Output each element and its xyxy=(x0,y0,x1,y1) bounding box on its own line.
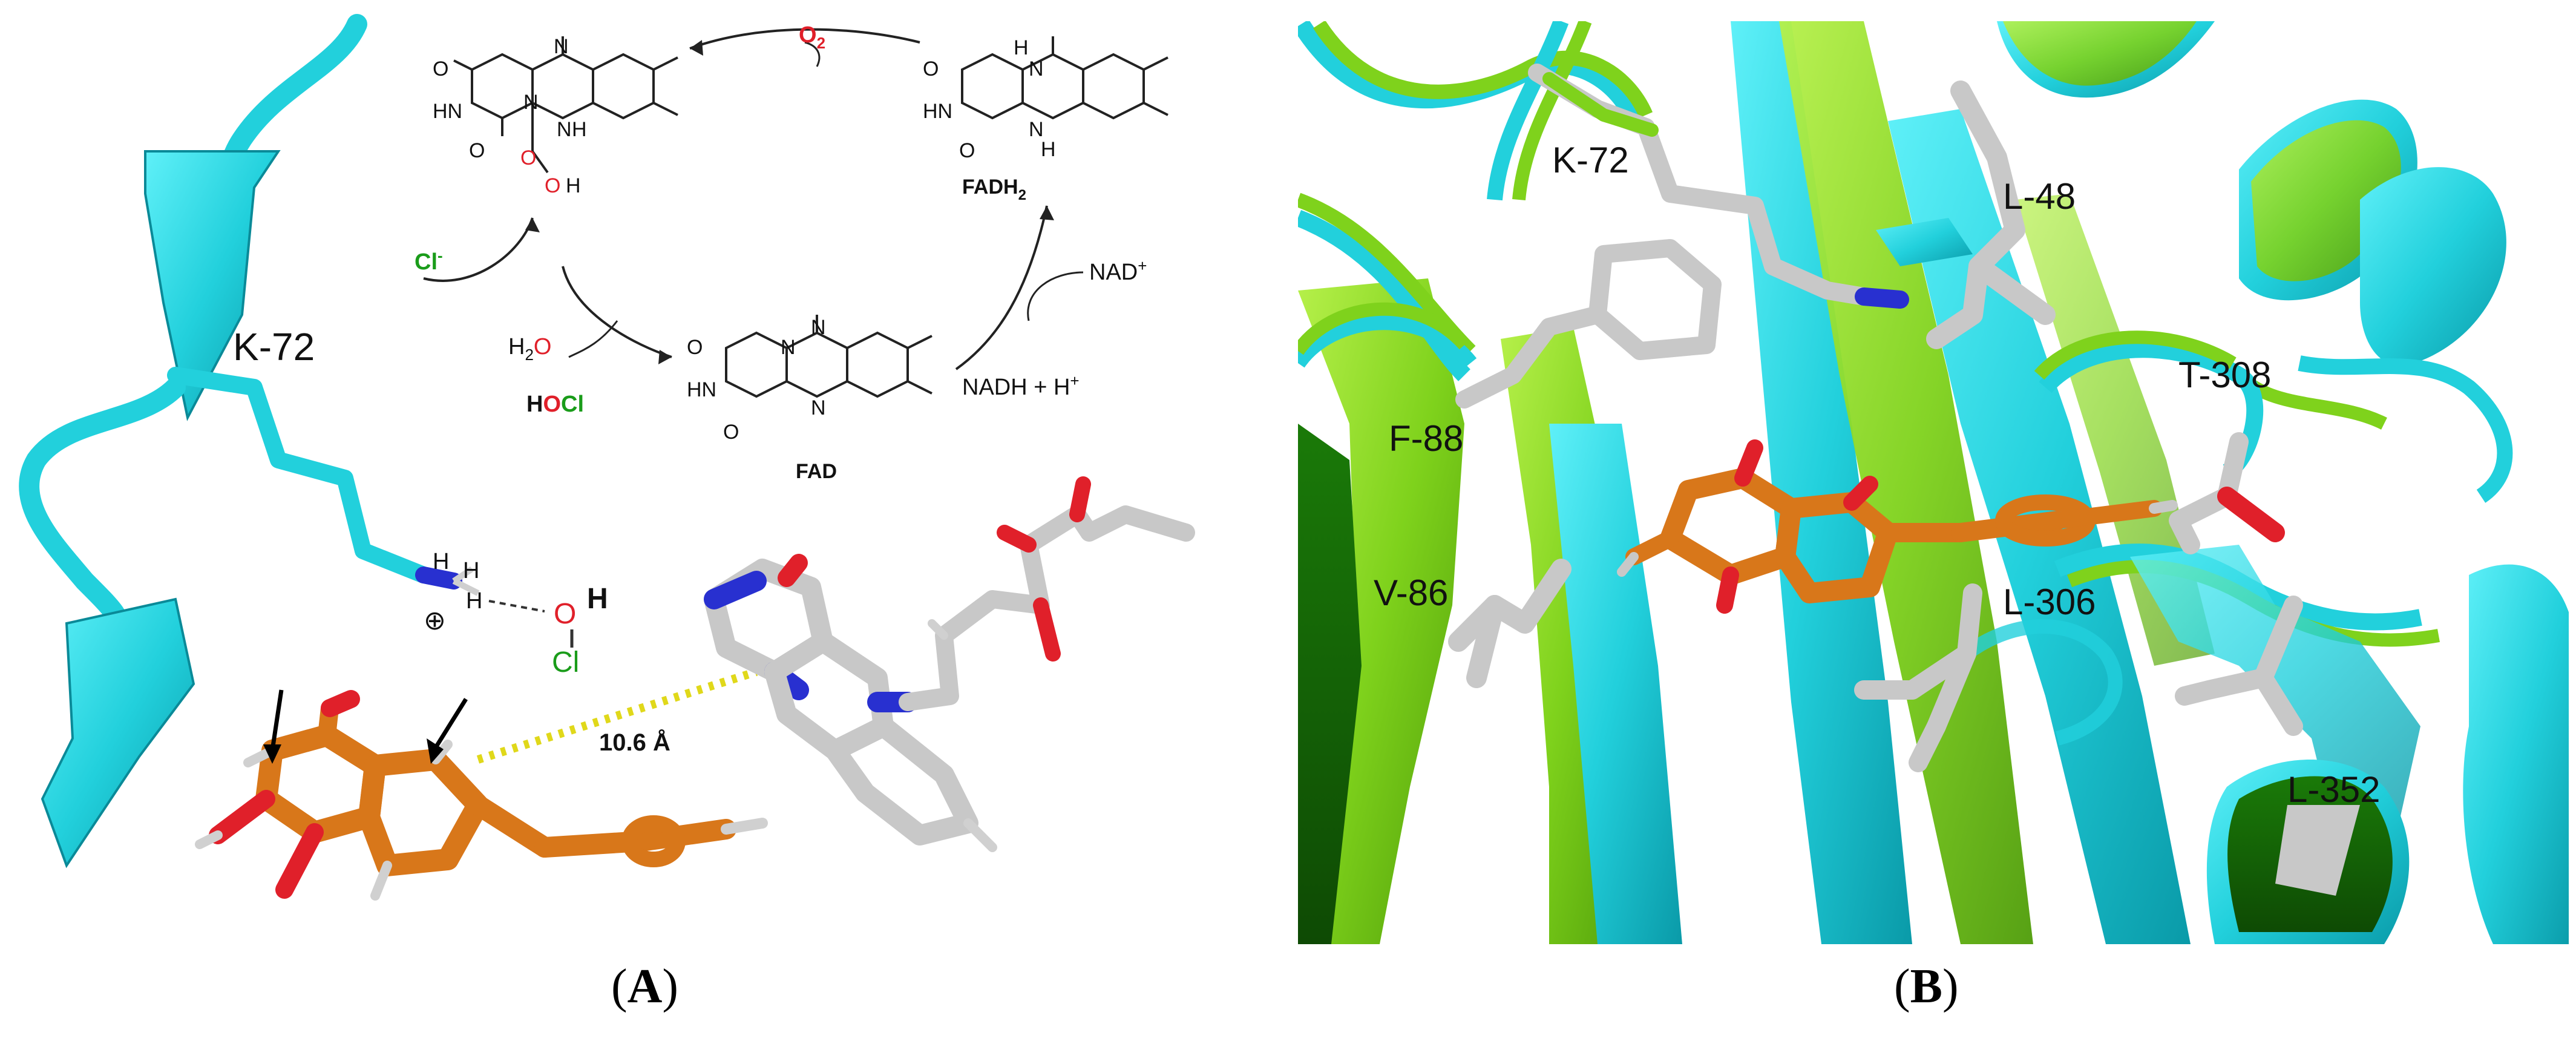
fad-label: FAD xyxy=(796,460,837,483)
residue-sticks xyxy=(1448,64,2303,772)
o2-label: O xyxy=(799,22,817,48)
svg-text:H: H xyxy=(466,588,482,614)
svg-text:H: H xyxy=(433,549,449,574)
svg-text:H2O: H2O xyxy=(508,334,551,364)
svg-text:O: O xyxy=(545,174,560,197)
panel-a: K-72 H H H ⊕ O H Cl xyxy=(19,14,1195,901)
svg-text:H: H xyxy=(463,558,479,583)
svg-text:N: N xyxy=(523,91,539,114)
svg-text:N: N xyxy=(554,35,569,58)
arrow-cl xyxy=(423,217,534,282)
substrate-arrows xyxy=(263,689,468,764)
svg-text:O: O xyxy=(520,146,536,169)
fadh2-label: FADH xyxy=(962,176,1018,199)
residue-label-l306: L-306 xyxy=(2003,582,2096,622)
arrow-o2 xyxy=(689,28,920,50)
svg-text:O: O xyxy=(687,336,703,359)
residue-label-f88: F-88 xyxy=(1389,418,1463,459)
svg-text:N: N xyxy=(1029,118,1044,141)
svg-text:O: O xyxy=(923,57,939,80)
svg-text:O: O xyxy=(469,139,485,162)
structure-flavin-hydroperoxide xyxy=(453,36,678,174)
hocl-o-label: O xyxy=(554,598,576,630)
residue-label-l48: L-48 xyxy=(2003,176,2076,217)
positive-charge-symbol: ⊕ xyxy=(424,606,446,635)
arrow-to-fadh2 xyxy=(955,205,1048,370)
ligand-orange-b xyxy=(1617,439,2178,614)
svg-text:HN: HN xyxy=(687,378,716,401)
svg-text:O: O xyxy=(723,421,739,444)
svg-text:N: N xyxy=(557,118,572,141)
residue-label-k72: K-72 xyxy=(1552,140,1629,180)
structure-fad xyxy=(725,315,932,398)
cycle-labels: O2 Cl- H2O HOCl FADH2 FAD NAD+ NADH + H+ xyxy=(415,22,1147,483)
svg-text:N: N xyxy=(1029,57,1044,80)
svg-text:HOCl: HOCl xyxy=(526,392,584,417)
fad-sticks xyxy=(704,476,1195,852)
svg-text:HN: HN xyxy=(923,100,952,123)
nadh-label: NADH + H xyxy=(962,375,1070,400)
hocl-molecule: O H Cl xyxy=(552,583,608,678)
svg-text:H: H xyxy=(1014,36,1029,59)
svg-text:N: N xyxy=(811,396,826,419)
substrate-orange xyxy=(195,690,768,901)
svg-text:H: H xyxy=(572,118,587,141)
svg-text:Cl-: Cl- xyxy=(415,246,443,275)
caption-b: (B) xyxy=(1894,960,1959,1013)
svg-text:NAD+: NAD+ xyxy=(1089,257,1147,285)
nad-plus-label: NAD xyxy=(1089,260,1138,285)
catalytic-cycle: O HN O N N N H O O H O HN O H N N xyxy=(423,28,1168,444)
hocl-cl-label: Cl xyxy=(552,646,579,678)
residue-label-v86: V-86 xyxy=(1374,573,1448,613)
protein-ribbon-a xyxy=(19,14,367,869)
protein-ribbon-b xyxy=(1298,21,2569,944)
distance-label: 10.6 Å xyxy=(599,729,670,756)
svg-text:H: H xyxy=(1041,138,1056,161)
residue-labels-b: K-72 L-48 T-308 F-88 V-86 L-306 L-352 xyxy=(1374,140,2380,810)
arrow-to-fad xyxy=(562,266,672,358)
svg-text:O: O xyxy=(959,139,975,162)
k72-label-a: K-72 xyxy=(233,325,315,369)
residue-label-t308: T-308 xyxy=(2178,355,2271,395)
caption-a: (A) xyxy=(611,960,679,1013)
hocl-h-label: H xyxy=(587,583,608,615)
svg-text:O2: O2 xyxy=(799,22,825,52)
svg-text:HN: HN xyxy=(433,100,462,123)
ammonium-group: H H H ⊕ xyxy=(424,549,545,635)
distance-dash xyxy=(476,668,758,764)
svg-text:H: H xyxy=(566,174,581,197)
residue-label-l352: L-352 xyxy=(2287,769,2380,810)
svg-text:N: N xyxy=(811,316,826,339)
svg-text:NADH + H+: NADH + H+ xyxy=(962,372,1080,400)
h2o-label: H xyxy=(508,334,525,360)
svg-text:FADH2: FADH2 xyxy=(962,176,1026,203)
structure-fadh2 xyxy=(961,36,1168,120)
panel-b: K-72 L-48 T-308 F-88 V-86 L-306 L-352 xyxy=(1298,21,2569,944)
k72-sidechain xyxy=(167,367,480,596)
svg-text:N: N xyxy=(781,336,796,359)
svg-text:O: O xyxy=(433,57,448,80)
hocl-cycle-label: H xyxy=(526,392,543,417)
cl-minus-label: Cl xyxy=(415,249,438,275)
